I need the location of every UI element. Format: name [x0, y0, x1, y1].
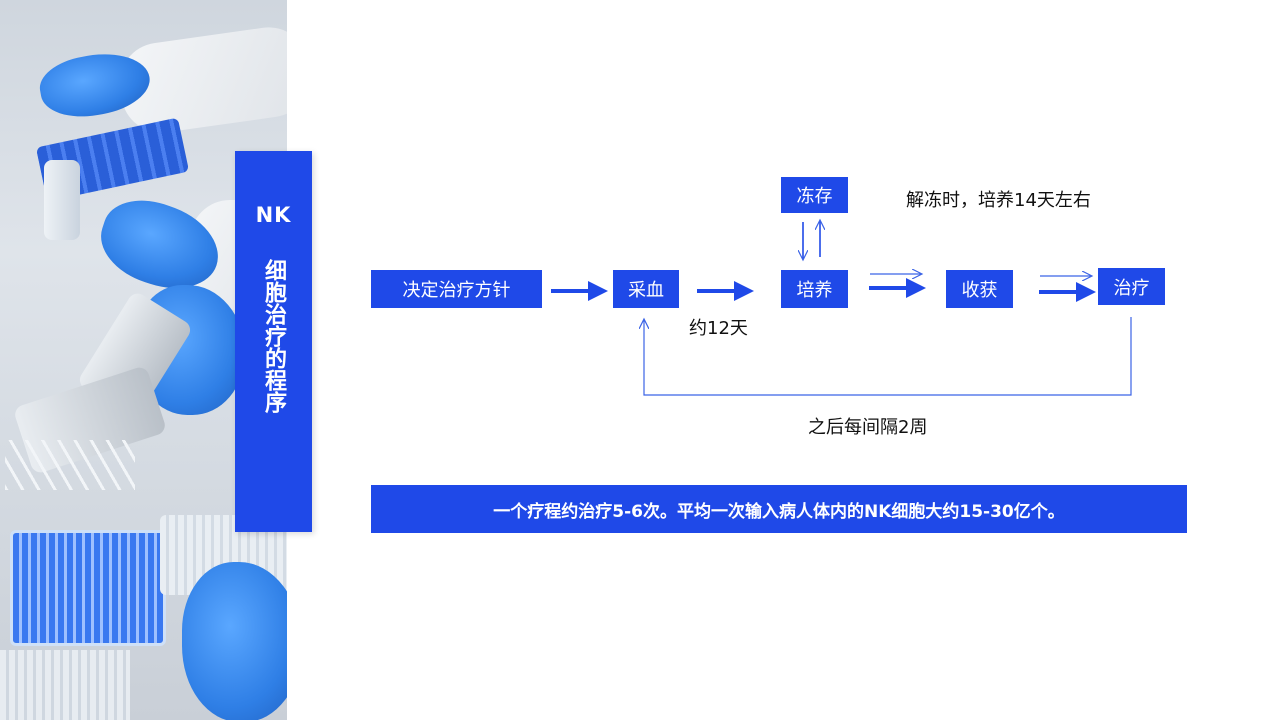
step-harvest: 收获	[946, 270, 1013, 308]
well-plate-lower	[10, 530, 166, 646]
step-blood-draw: 采血	[613, 270, 679, 308]
title-text: 细胞治疗的程序	[261, 259, 286, 413]
vial	[44, 160, 80, 240]
label-culture-days: 约12天	[689, 318, 748, 339]
title-main: 细胞治疗的程序	[235, 259, 312, 413]
well-plate-bottom	[0, 650, 130, 720]
step-decide-plan: 决定治疗方针	[371, 270, 542, 308]
title-nk: NK	[255, 203, 292, 227]
label-thaw-note: 解冻时，培养14天左右	[906, 190, 1091, 211]
summary-banner: 一个疗程约治疗5-6次。平均一次输入病人体内的NK细胞大约15-30亿个。	[371, 485, 1187, 533]
pipette-tips	[5, 440, 135, 490]
step-treatment: 治疗	[1098, 268, 1165, 305]
glove-bottom	[182, 562, 287, 720]
loop-back-line	[644, 317, 1132, 396]
title-bar: NK 细胞治疗的程序	[235, 151, 312, 532]
step-culture: 培养	[781, 270, 848, 308]
label-interval: 之后每间隔2周	[808, 417, 928, 438]
step-freeze: 冻存	[781, 177, 848, 213]
